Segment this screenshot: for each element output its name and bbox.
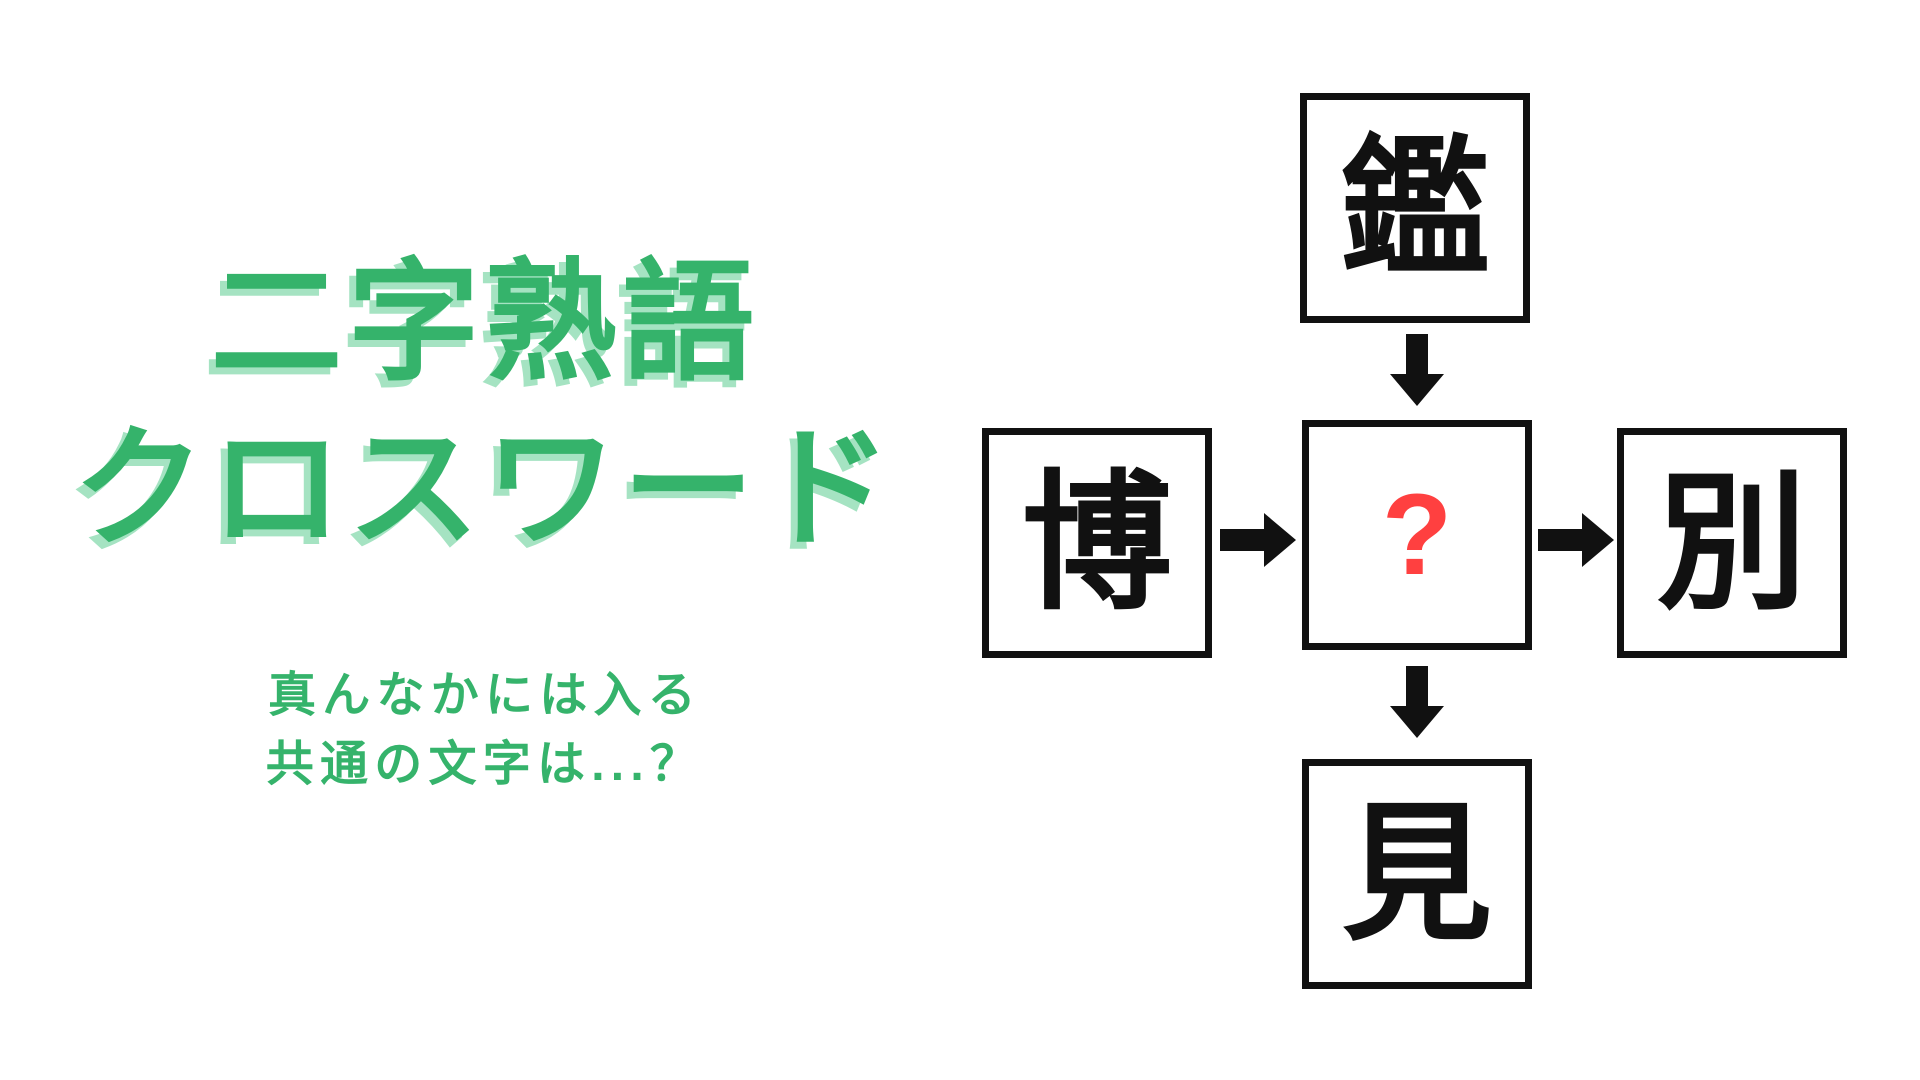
subtitle-line-1: 真んなかには入る [268,668,702,722]
arrow-shaft [1538,529,1582,551]
puzzle-cell-right: 別 [1617,428,1847,658]
kanji-bottom: 見 [1341,790,1492,958]
title-block: 二字熟語 クロスワード 真んなかには入る 共通の文字は...？ [40,240,930,800]
arrow-right-icon [1220,513,1296,567]
puzzle-cell-left: 博 [982,428,1212,658]
arrow-down-icon [1390,666,1444,738]
page-title: 二字熟語 クロスワード [40,240,930,573]
puzzle-cell-center: ? [1302,420,1532,650]
kanji-top: 鑑 [1339,124,1490,292]
kanji-left: 博 [1021,459,1172,627]
arrow-head [1264,513,1296,567]
arrow-down-icon [1390,334,1444,406]
arrow-shaft [1406,666,1428,706]
puzzle-cell-bottom: 見 [1302,759,1532,989]
question-mark: ? [1381,470,1453,599]
title-line-2: クロスワード [73,415,897,563]
arrow-head [1390,374,1444,406]
kanji-right: 別 [1656,459,1807,627]
arrow-head [1582,513,1614,567]
subtitle: 真んなかには入る 共通の文字は...？ [40,661,930,800]
subtitle-line-2: 共通の文字は...？ [265,738,705,792]
title-line-1: 二字熟語 [210,249,760,396]
arrow-head [1390,706,1444,738]
arrow-shaft [1406,334,1428,374]
arrow-right-icon [1538,513,1614,567]
puzzle-cell-top: 鑑 [1300,93,1530,323]
arrow-shaft [1220,529,1264,551]
